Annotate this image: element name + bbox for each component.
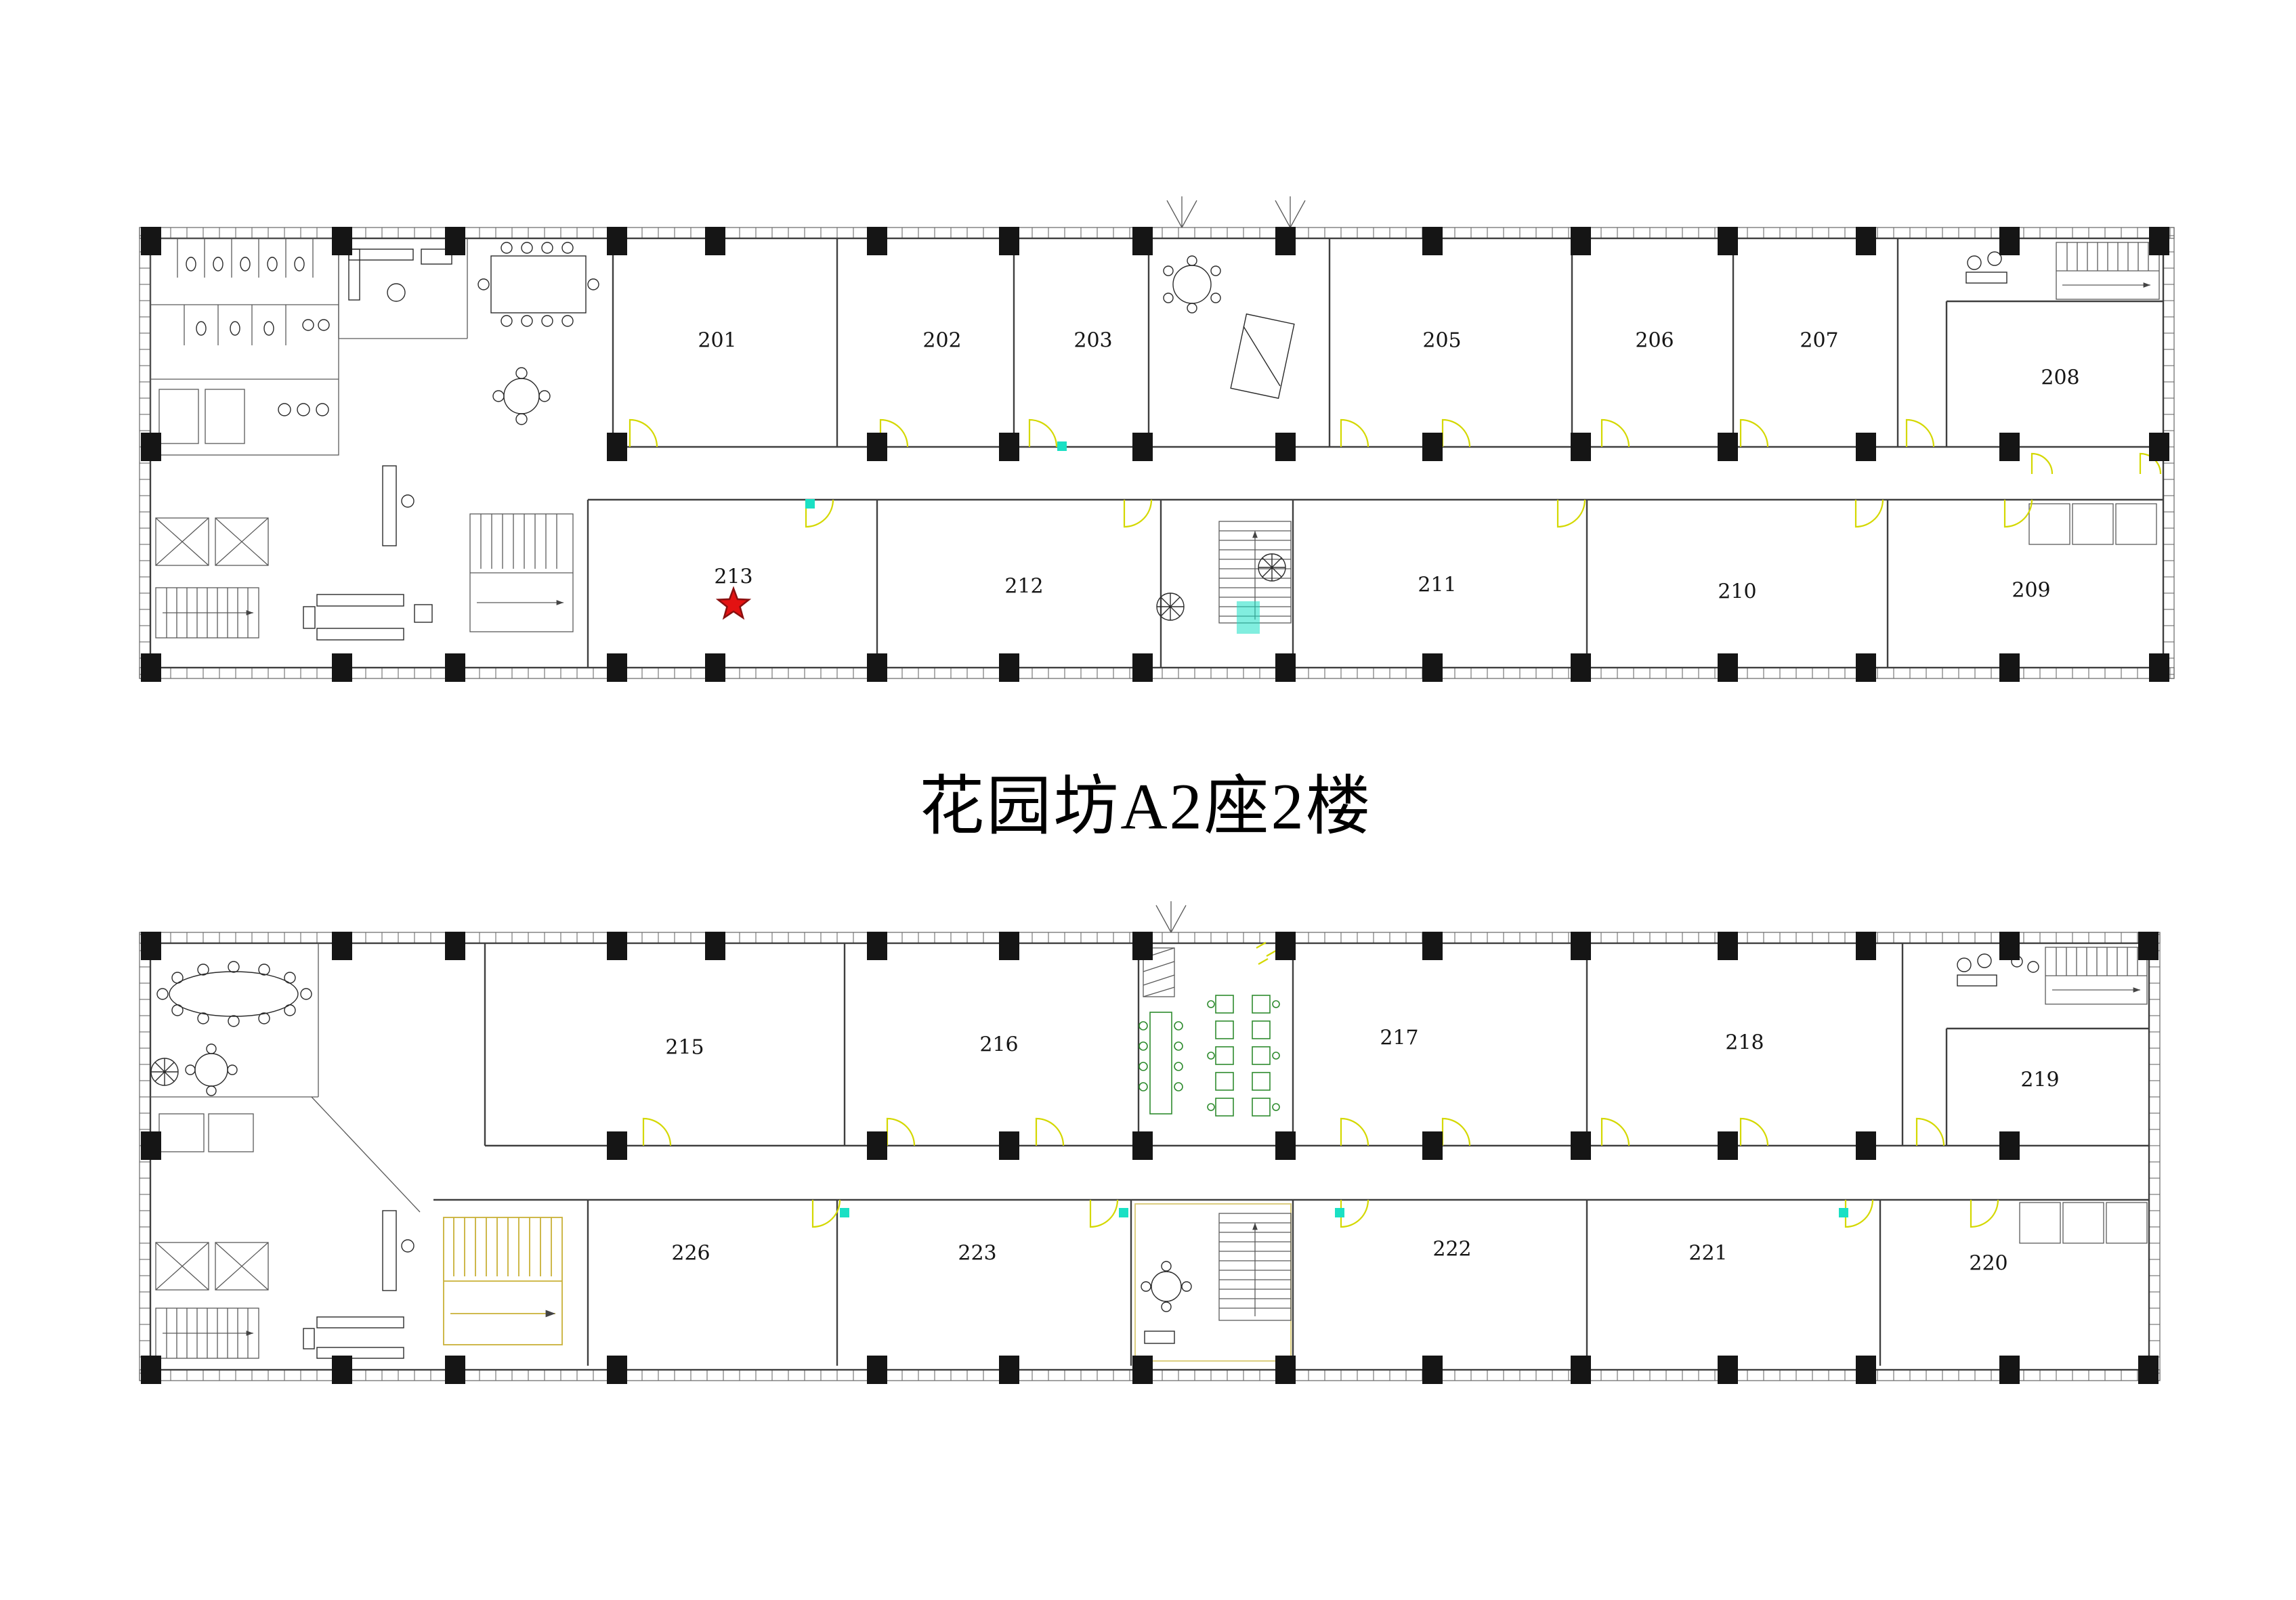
cyan-marker [840, 1208, 849, 1217]
room-label-206: 206 [1635, 328, 1674, 353]
room-label-213: 213 [714, 565, 753, 589]
conference-table-upper [477, 242, 599, 327]
room-label-215: 215 [665, 1035, 704, 1060]
room-label-216: 216 [979, 1033, 1019, 1057]
door-arcs-upper-north [629, 418, 1935, 448]
av-room-upper [1163, 255, 1295, 399]
lift-lobby-right-lower [2019, 1202, 2148, 1244]
room-label-217: 217 [1380, 1026, 1419, 1050]
elevators-lower [155, 1242, 269, 1291]
reception-upper [303, 465, 433, 641]
room-label-205: 205 [1422, 328, 1462, 353]
stair-bottom-left-upper [155, 587, 259, 639]
stair-bottom-left-lower [155, 1307, 259, 1359]
cyan-marker [805, 499, 815, 509]
door-arcs-lower-south [811, 1199, 1999, 1228]
ceiling-symbol [1155, 901, 1187, 933]
room-label-203: 203 [1073, 328, 1113, 353]
door-arcs-upper-south [805, 499, 2033, 528]
ceiling-symbol [1275, 196, 1306, 228]
canteen-lower [1139, 942, 1280, 1117]
cyan-marker [1839, 1208, 1848, 1217]
room-label-226: 226 [671, 1241, 710, 1266]
elevators-upper [155, 517, 269, 566]
round-table-upper [492, 367, 551, 425]
room-label-209: 209 [2012, 578, 2051, 603]
conference-room-lower [150, 943, 319, 1098]
lounge-furniture-lower [1957, 953, 2039, 987]
storage-box [208, 1113, 254, 1152]
stair-top-right-upper [2056, 242, 2160, 300]
room-label-218: 218 [1725, 1031, 1764, 1055]
columns-upper [141, 227, 2169, 682]
room-label-208: 208 [2041, 366, 2080, 390]
lounge-furniture-upper [1965, 251, 2007, 284]
cyan-marker [1119, 1208, 1128, 1217]
room-label-223: 223 [958, 1241, 997, 1266]
room-label-202: 202 [922, 328, 962, 353]
room-label-212: 212 [1004, 574, 1044, 599]
lobby-diagonal-wall [311, 1096, 421, 1213]
cyan-marker [1335, 1208, 1344, 1217]
cyan-marker [1057, 441, 1067, 451]
room-label-211: 211 [1418, 573, 1457, 597]
door-arcs-lower-north [642, 1117, 1945, 1146]
upper-floor-plan [139, 196, 2175, 682]
toilet-block-upper [150, 238, 339, 456]
lift-lobby-right-upper [2028, 452, 2162, 545]
lower-floor-plan [139, 901, 2161, 1384]
floor-title: 花园坊A2座2楼 [919, 770, 1373, 843]
room-label-201: 201 [698, 328, 737, 353]
main-stair-lower [443, 1217, 563, 1345]
room-label-220: 220 [1969, 1251, 2008, 1276]
central-stair-upper [1156, 521, 1292, 634]
office-room-upper [338, 238, 468, 339]
central-stair-lower [1134, 1203, 1292, 1362]
stair-top-right-lower [2045, 947, 2148, 1005]
ceiling-symbol [1166, 196, 1197, 228]
room-label-219: 219 [2020, 1068, 2060, 1092]
room-label-210: 210 [1718, 580, 1757, 604]
room-213-star-marker [715, 586, 752, 620]
round-table-lower [150, 1043, 238, 1096]
room-label-222: 222 [1432, 1237, 1472, 1261]
storage-box [158, 1113, 205, 1152]
room-label-221: 221 [1688, 1241, 1728, 1266]
reception-lower [303, 1210, 414, 1359]
main-stair-upper [469, 513, 574, 632]
room-label-207: 207 [1800, 328, 1839, 353]
